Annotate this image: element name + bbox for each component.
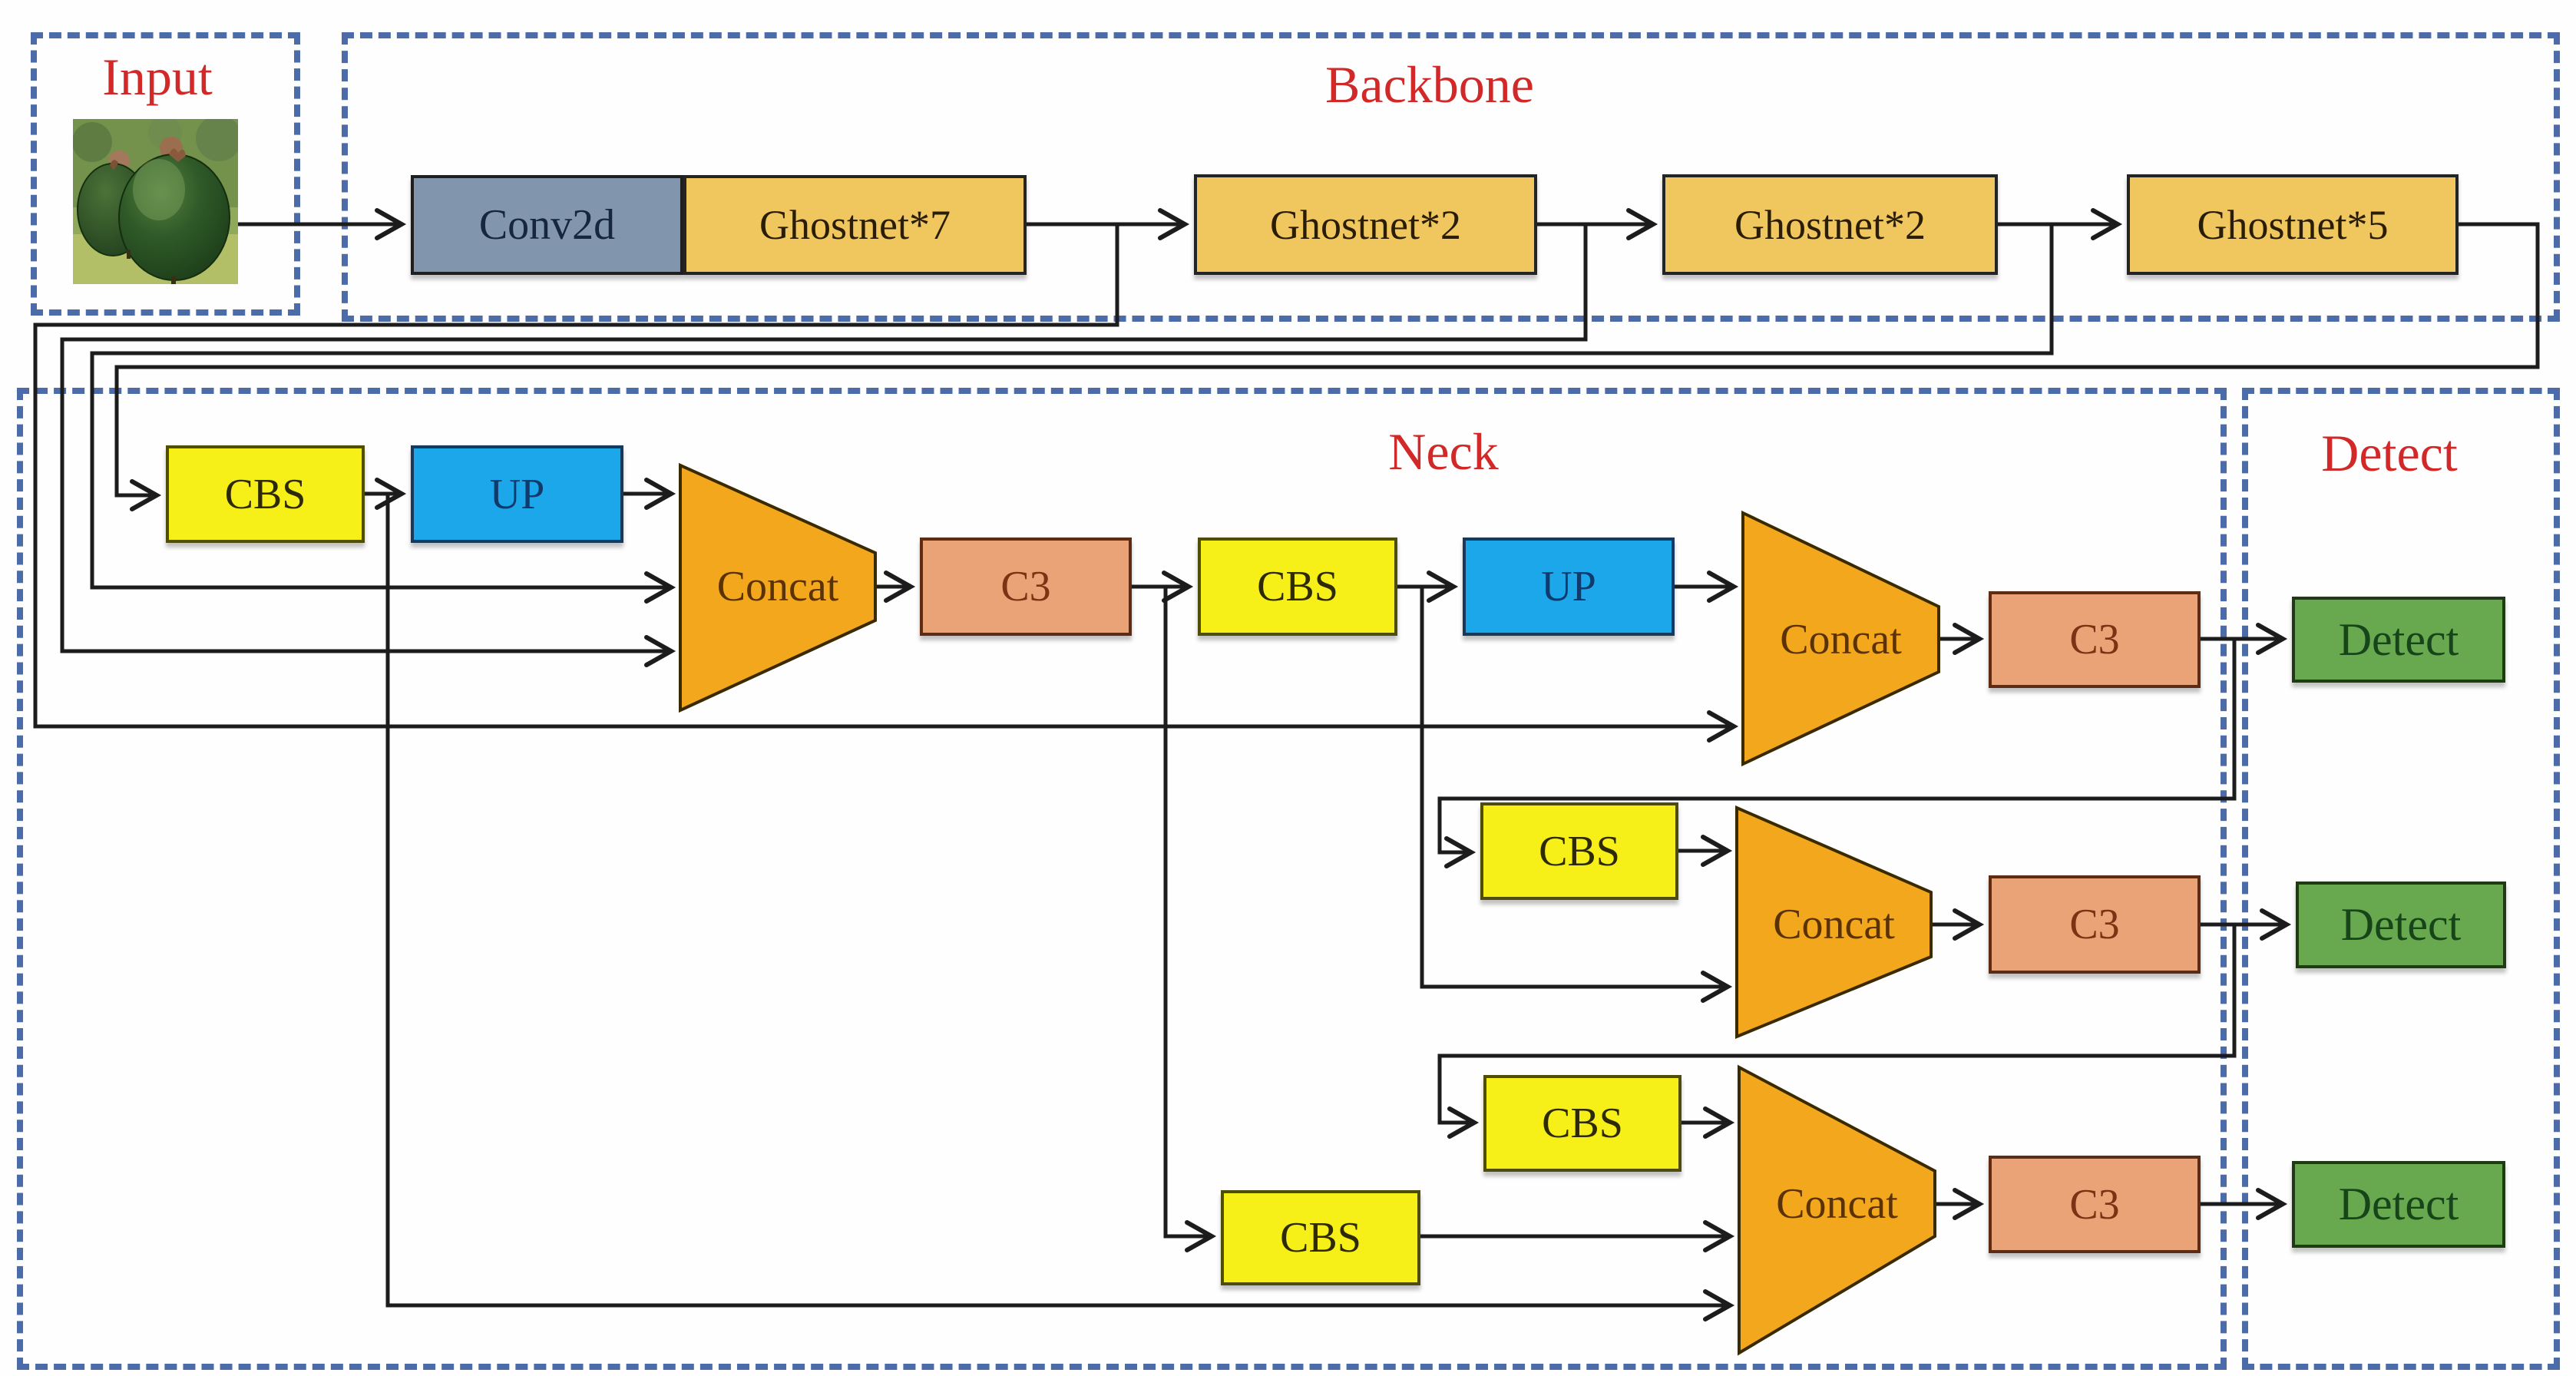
wire-tap3-concat1 [90,224,2054,604]
wire-tap1-concat2 [33,224,1739,743]
input-image [73,119,238,284]
concat3-shape [1735,805,1933,1039]
node-c3-2: C3 [1989,591,2201,688]
neck-panel [17,388,2227,1370]
node-ghostnet7: Ghostnet*7 [683,175,1027,275]
node-concat1-label: Concat [716,563,839,610]
wire-ghostnet5-cbs1 [114,222,2540,511]
node-cbs4: CBS [1483,1075,1682,1172]
backbone-section-label: Backbone [1325,55,1534,114]
wire-cbs2-concat3 [1420,587,1733,1003]
wire-c3b-cbs3 [1437,639,2237,868]
wire-cbs1-concat4 [385,494,1735,1321]
input-panel [31,32,300,316]
node-ghostnet5: Ghostnet*5 [2127,174,2459,275]
node-detect2: Detect [2296,882,2506,968]
backbone-panel [342,32,2560,322]
node-up2: UP [1463,538,1675,636]
node-c3-4: C3 [1989,1156,2201,1253]
node-cbs5: CBS [1221,1190,1420,1285]
concat2-shape [1741,510,1940,767]
wire-c3a-cbs5 [1163,587,1217,1252]
node-concat4-label: Concat [1776,1180,1898,1228]
wire-c3c-cbs4 [1437,925,2237,1139]
neck-section-label: Neck [1388,422,1499,481]
node-cbs1: CBS [166,445,365,543]
node-c3-1: C3 [920,538,1132,636]
node-ghostnet2a: Ghostnet*2 [1194,174,1537,275]
node-cbs3: CBS [1480,802,1678,900]
node-cbs2: CBS [1198,538,1397,636]
wire-tap2-concat1 [60,224,1588,667]
node-conv2d: Conv2d [411,175,683,275]
detect-section-label: Detect [2321,424,2458,482]
node-detect1: Detect [2292,597,2505,683]
concat1-shape [679,462,877,713]
node-detect3: Detect [2292,1161,2505,1248]
node-up1: UP [411,445,623,543]
input-section-label: Input [102,48,213,106]
node-ghostnet2b: Ghostnet*2 [1662,174,1998,275]
concat4-shape [1738,1064,1936,1356]
node-concat3-label: Concat [1773,901,1895,948]
node-c3-3: C3 [1989,875,2201,974]
node-concat2-label: Concat [1780,616,1902,663]
detect-panel [2242,388,2560,1370]
